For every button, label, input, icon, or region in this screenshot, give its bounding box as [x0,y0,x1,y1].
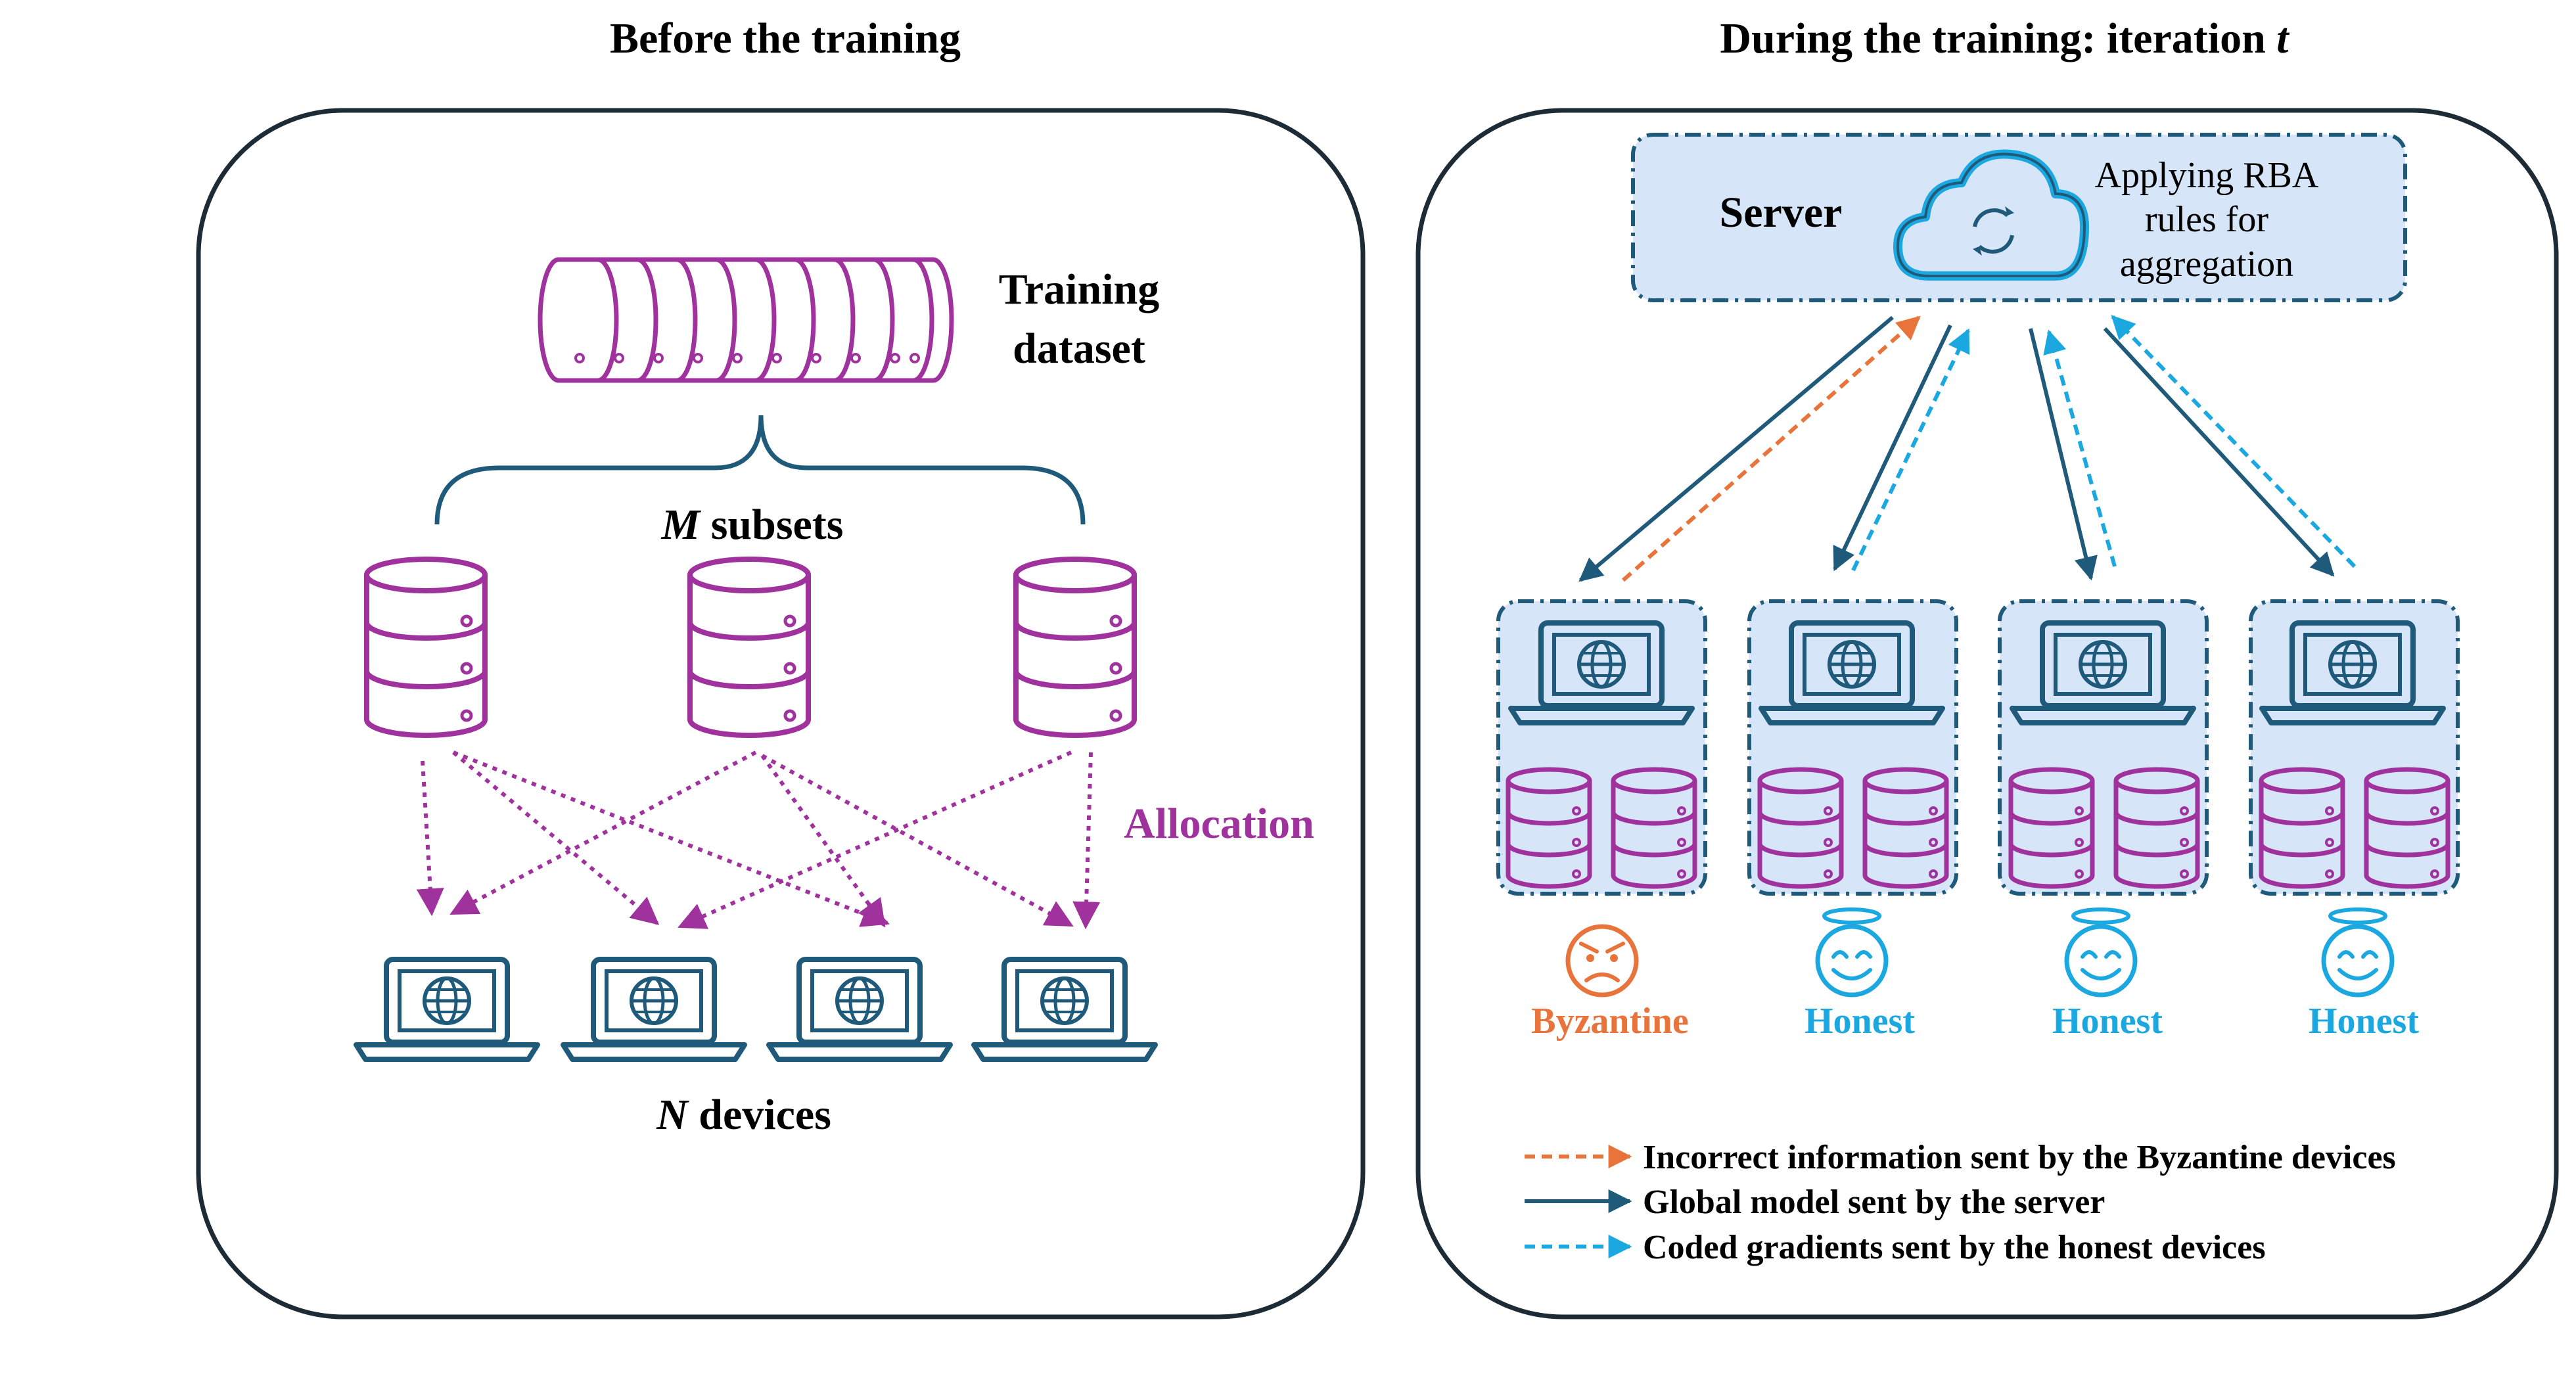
training-dataset-label-line1: Training [999,265,1160,313]
legend-label-incorrect: Incorrect information sent by the Byzant… [1643,1139,2396,1176]
allocation-arrows [416,750,1101,930]
left-panel-heading: Before the training [610,14,961,62]
training-dataset-label-line2: dataset [1013,325,1145,373]
communication-arrows [1578,315,2357,582]
server-label: Server [1720,189,1843,237]
happy-face-icon-1 [1818,909,1886,995]
subset-database-2 [690,559,808,735]
server-note-line3: aggregation [2120,244,2293,285]
device-status-3: Honest [2052,1001,2163,1042]
cloud-sync-icon [1893,149,2089,281]
left-panel-frame [196,108,1366,1319]
device-status-2: Honest [1805,1001,1915,1042]
device-status-4: Honest [2309,1001,2419,1042]
subset-database-1 [367,559,485,735]
device-status-1: Byzantine [1531,1001,1689,1042]
legend: Incorrect information sent by the Byzant… [1525,1139,2396,1266]
device-box-2 [1747,599,1958,896]
server-box [1631,133,2407,302]
allocation-label: Allocation [1124,800,1314,848]
devices-label: N devices [656,1091,831,1139]
device-box-3 [1998,599,2209,896]
device-laptop-4 [974,959,1155,1059]
subsets-brace [434,415,1086,525]
server-note-line2: rules for [2145,199,2269,240]
device-laptop-2 [563,959,745,1059]
angry-face-icon [1568,927,1636,995]
subsets-label: M subsets [661,501,844,549]
subset-database-3 [1016,559,1134,735]
server-note-line1: Applying RBA [2095,155,2319,196]
happy-face-icon-2 [2067,909,2135,995]
legend-label-global: Global model sent by the server [1643,1183,2105,1221]
happy-face-icon-3 [2324,909,2392,995]
device-laptop-1 [356,959,538,1059]
training-dataset-icon [538,257,952,383]
right-panel-frame [1415,108,2559,1319]
right-panel-heading: During the training: iteration t [1720,14,2289,62]
device-box-1 [1496,599,1707,896]
legend-label-coded: Coded gradients sent by the honest devic… [1643,1229,2266,1266]
device-laptop-3 [769,959,950,1059]
device-box-4 [2249,599,2460,896]
